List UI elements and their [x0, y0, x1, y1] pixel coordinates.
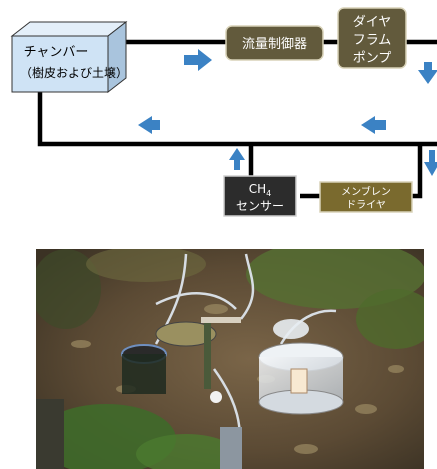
- pump-label-line3: ポンプ: [353, 51, 392, 66]
- field-setup-photo: [36, 249, 424, 469]
- flow-controller-box: 流量制御器: [225, 25, 324, 61]
- tree-trunk: [36, 399, 64, 469]
- svg-text:CH4: CH4: [249, 182, 272, 198]
- diaphragm-pump-box: ダイヤ フラム ポンプ: [337, 7, 407, 69]
- ch4-subscript: 4: [266, 189, 271, 198]
- arrow-down-icon: [424, 150, 437, 176]
- pump-label-line1: ダイヤ: [353, 15, 392, 30]
- chamber-title: チャンバー: [24, 45, 89, 60]
- pipe-fitting: [220, 427, 242, 469]
- chamber-box: チャンバー （樹皮および土壌）: [10, 20, 128, 94]
- membrane-dryer-box: メンブレン ドライヤ: [319, 181, 413, 213]
- pump-label-line2: フラム: [353, 33, 392, 48]
- dryer-label-line2: ドライヤ: [346, 199, 386, 211]
- flow-controller-label: 流量制御器: [242, 37, 307, 52]
- dryer-label-line1: メンブレン: [341, 185, 391, 198]
- ch4-formula: CH: [249, 182, 266, 196]
- arrow-up-icon: [229, 148, 245, 170]
- ch4-sensor-label: センサー: [236, 199, 284, 213]
- ch4-sensor-box: CH4 センサー: [223, 175, 297, 217]
- chamber-subtitle: （樹皮および土壌）: [20, 66, 128, 80]
- arrow-left-icon: [361, 116, 386, 134]
- arrow-right-icon: [184, 49, 212, 71]
- arrow-left-icon: [138, 116, 160, 134]
- flow-diagram: チャンバー （樹皮および土壌） 流量制御器 ダイヤ フラム ポンプ CH4 セン…: [10, 7, 437, 217]
- sampling-container: [258, 319, 344, 415]
- chamber-unit: [121, 317, 241, 403]
- vegetation: [36, 249, 424, 469]
- arrow-down-icon: [418, 62, 437, 84]
